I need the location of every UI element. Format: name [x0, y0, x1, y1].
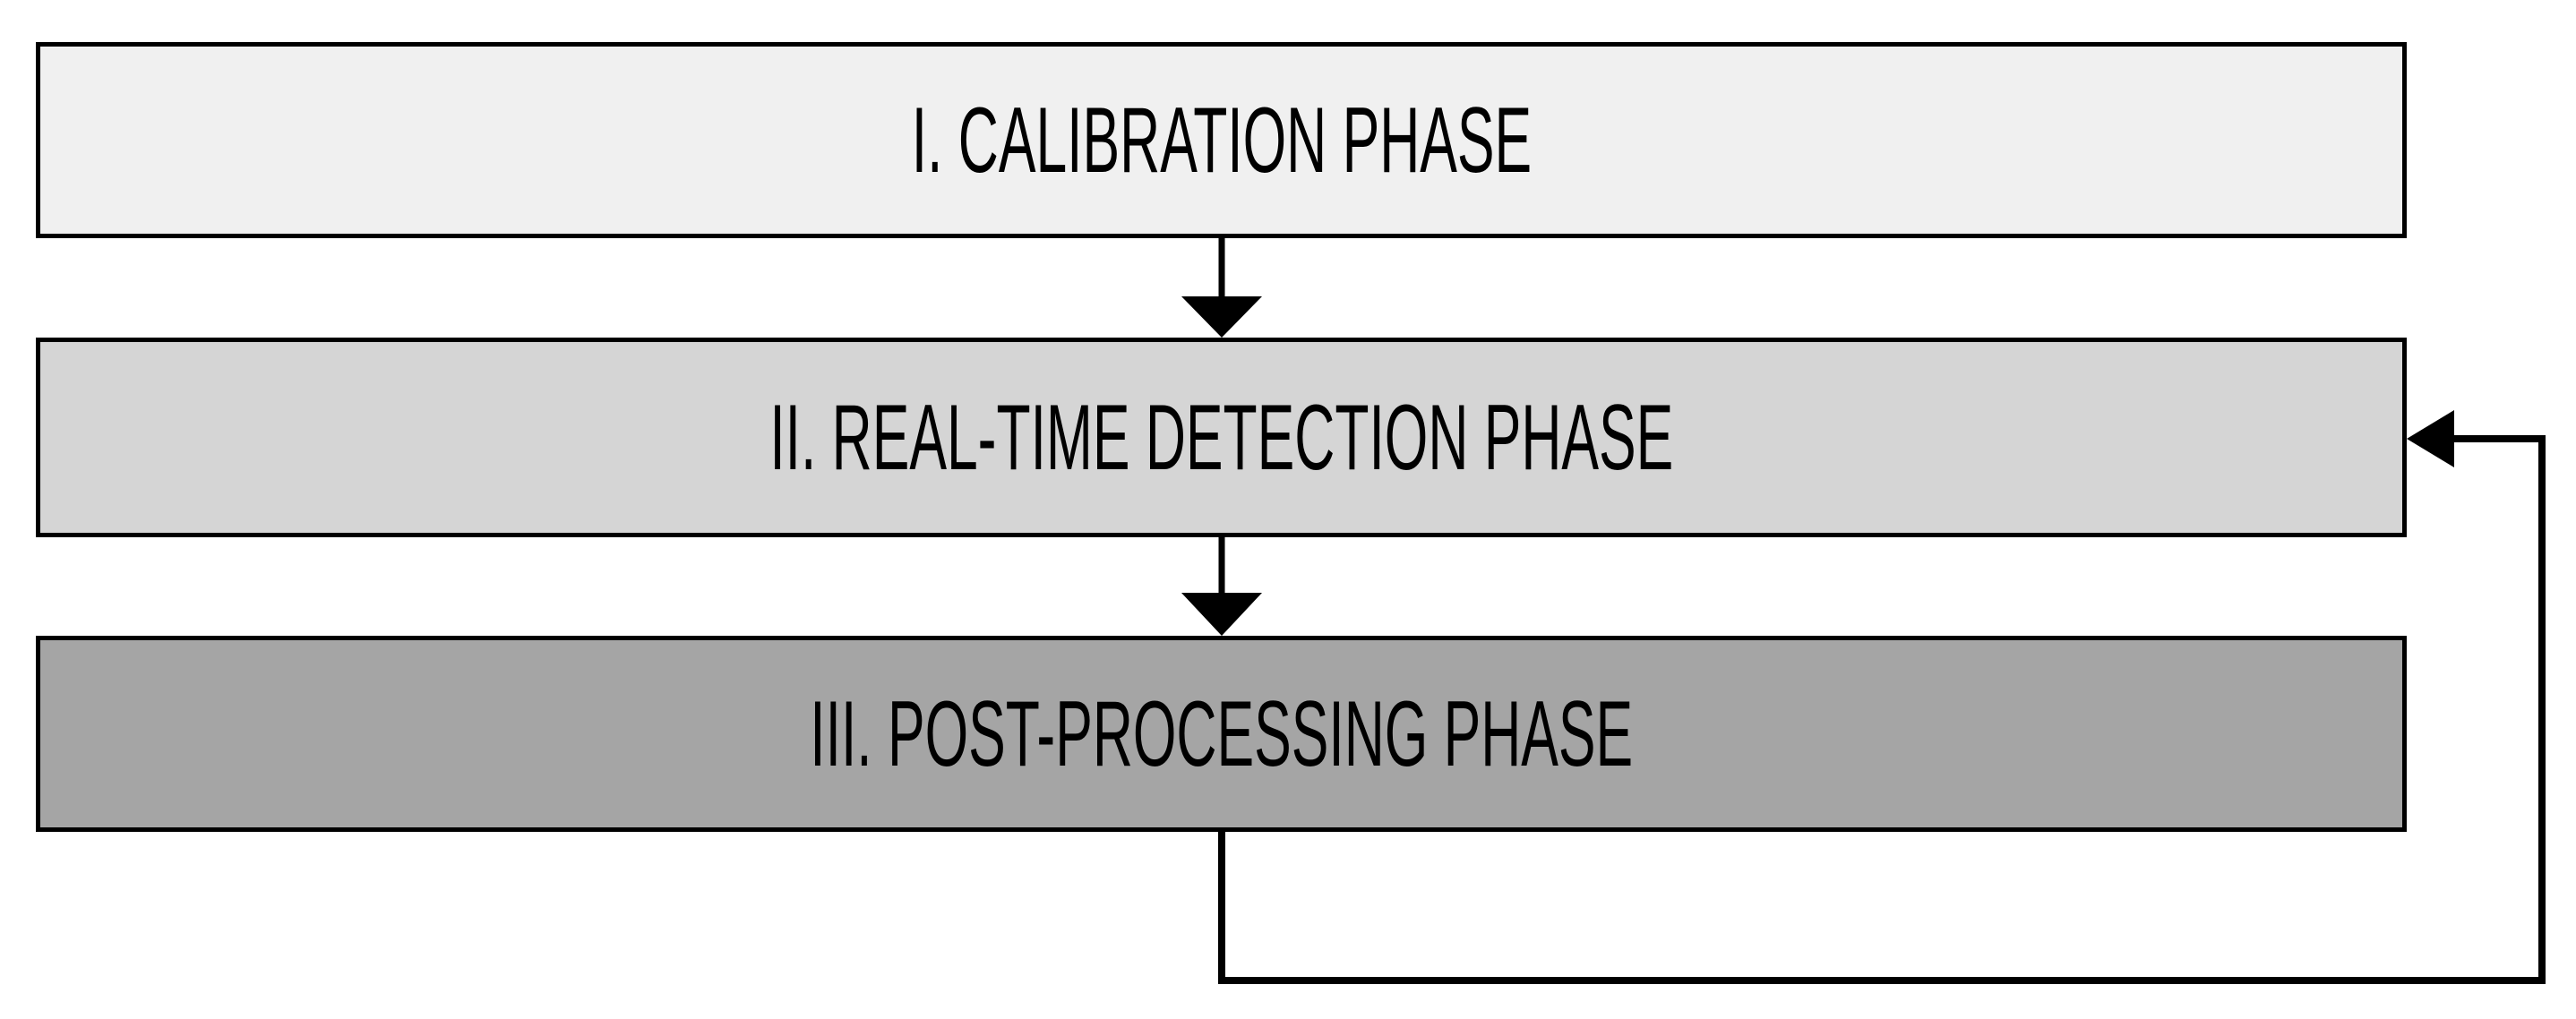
- connector-calibration-to-detection: [1181, 238, 1262, 338]
- connector-calibration-to-detection-arrowhead: [1181, 296, 1262, 338]
- connector-detection-to-postprocessing-arrowhead: [1181, 593, 1262, 636]
- connector-feedback-arrowhead: [2407, 410, 2454, 467]
- phase-box-postprocessing[interactable]: III. POST-PROCESSING PHASE: [36, 636, 2407, 832]
- phase-box-postprocessing-label: III. POST-PROCESSING PHASE: [810, 681, 1633, 786]
- phase-box-calibration[interactable]: I. CALIBRATION PHASE: [36, 42, 2407, 238]
- phase-box-calibration-label: I. CALIBRATION PHASE: [911, 88, 1532, 193]
- connector-detection-to-postprocessing: [1181, 537, 1262, 636]
- phase-box-detection-label: II. REAL-TIME DETECTION PHASE: [769, 385, 1673, 490]
- phase-box-detection[interactable]: II. REAL-TIME DETECTION PHASE: [36, 338, 2407, 537]
